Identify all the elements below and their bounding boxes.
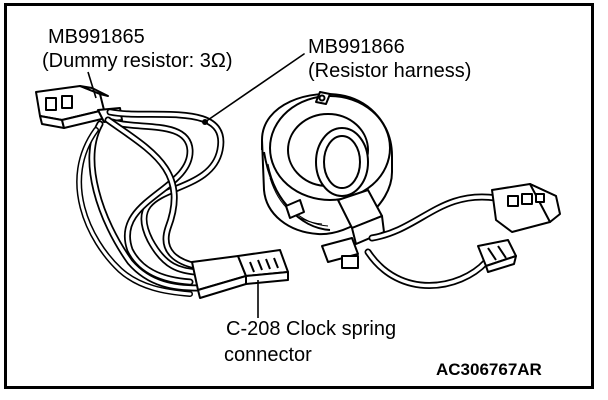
resistor-harness-part-label: MB991866 [308,36,405,58]
small-connector-icon [477,239,517,273]
connector-label-line1: C-208 Clock spring [226,318,397,340]
clock-spring-icon [261,91,393,269]
c208-connector-icon [191,249,289,318]
figure-id: AC306767AR [436,360,542,379]
connector-label-line2: connector [224,344,312,366]
dummy-resistor-part-label: MB991865 [48,26,145,48]
resistor-harness-icon [76,53,305,297]
side-connector-icon [491,183,561,233]
resistor-harness-desc-label: (Resistor harness) [308,60,472,82]
dummy-resistor-desc-label: (Dummy resistor: 3Ω) [42,50,233,72]
dummy-leader-line [87,71,97,99]
figure-border [4,3,594,389]
clock-spring-cable-icon [364,193,500,289]
